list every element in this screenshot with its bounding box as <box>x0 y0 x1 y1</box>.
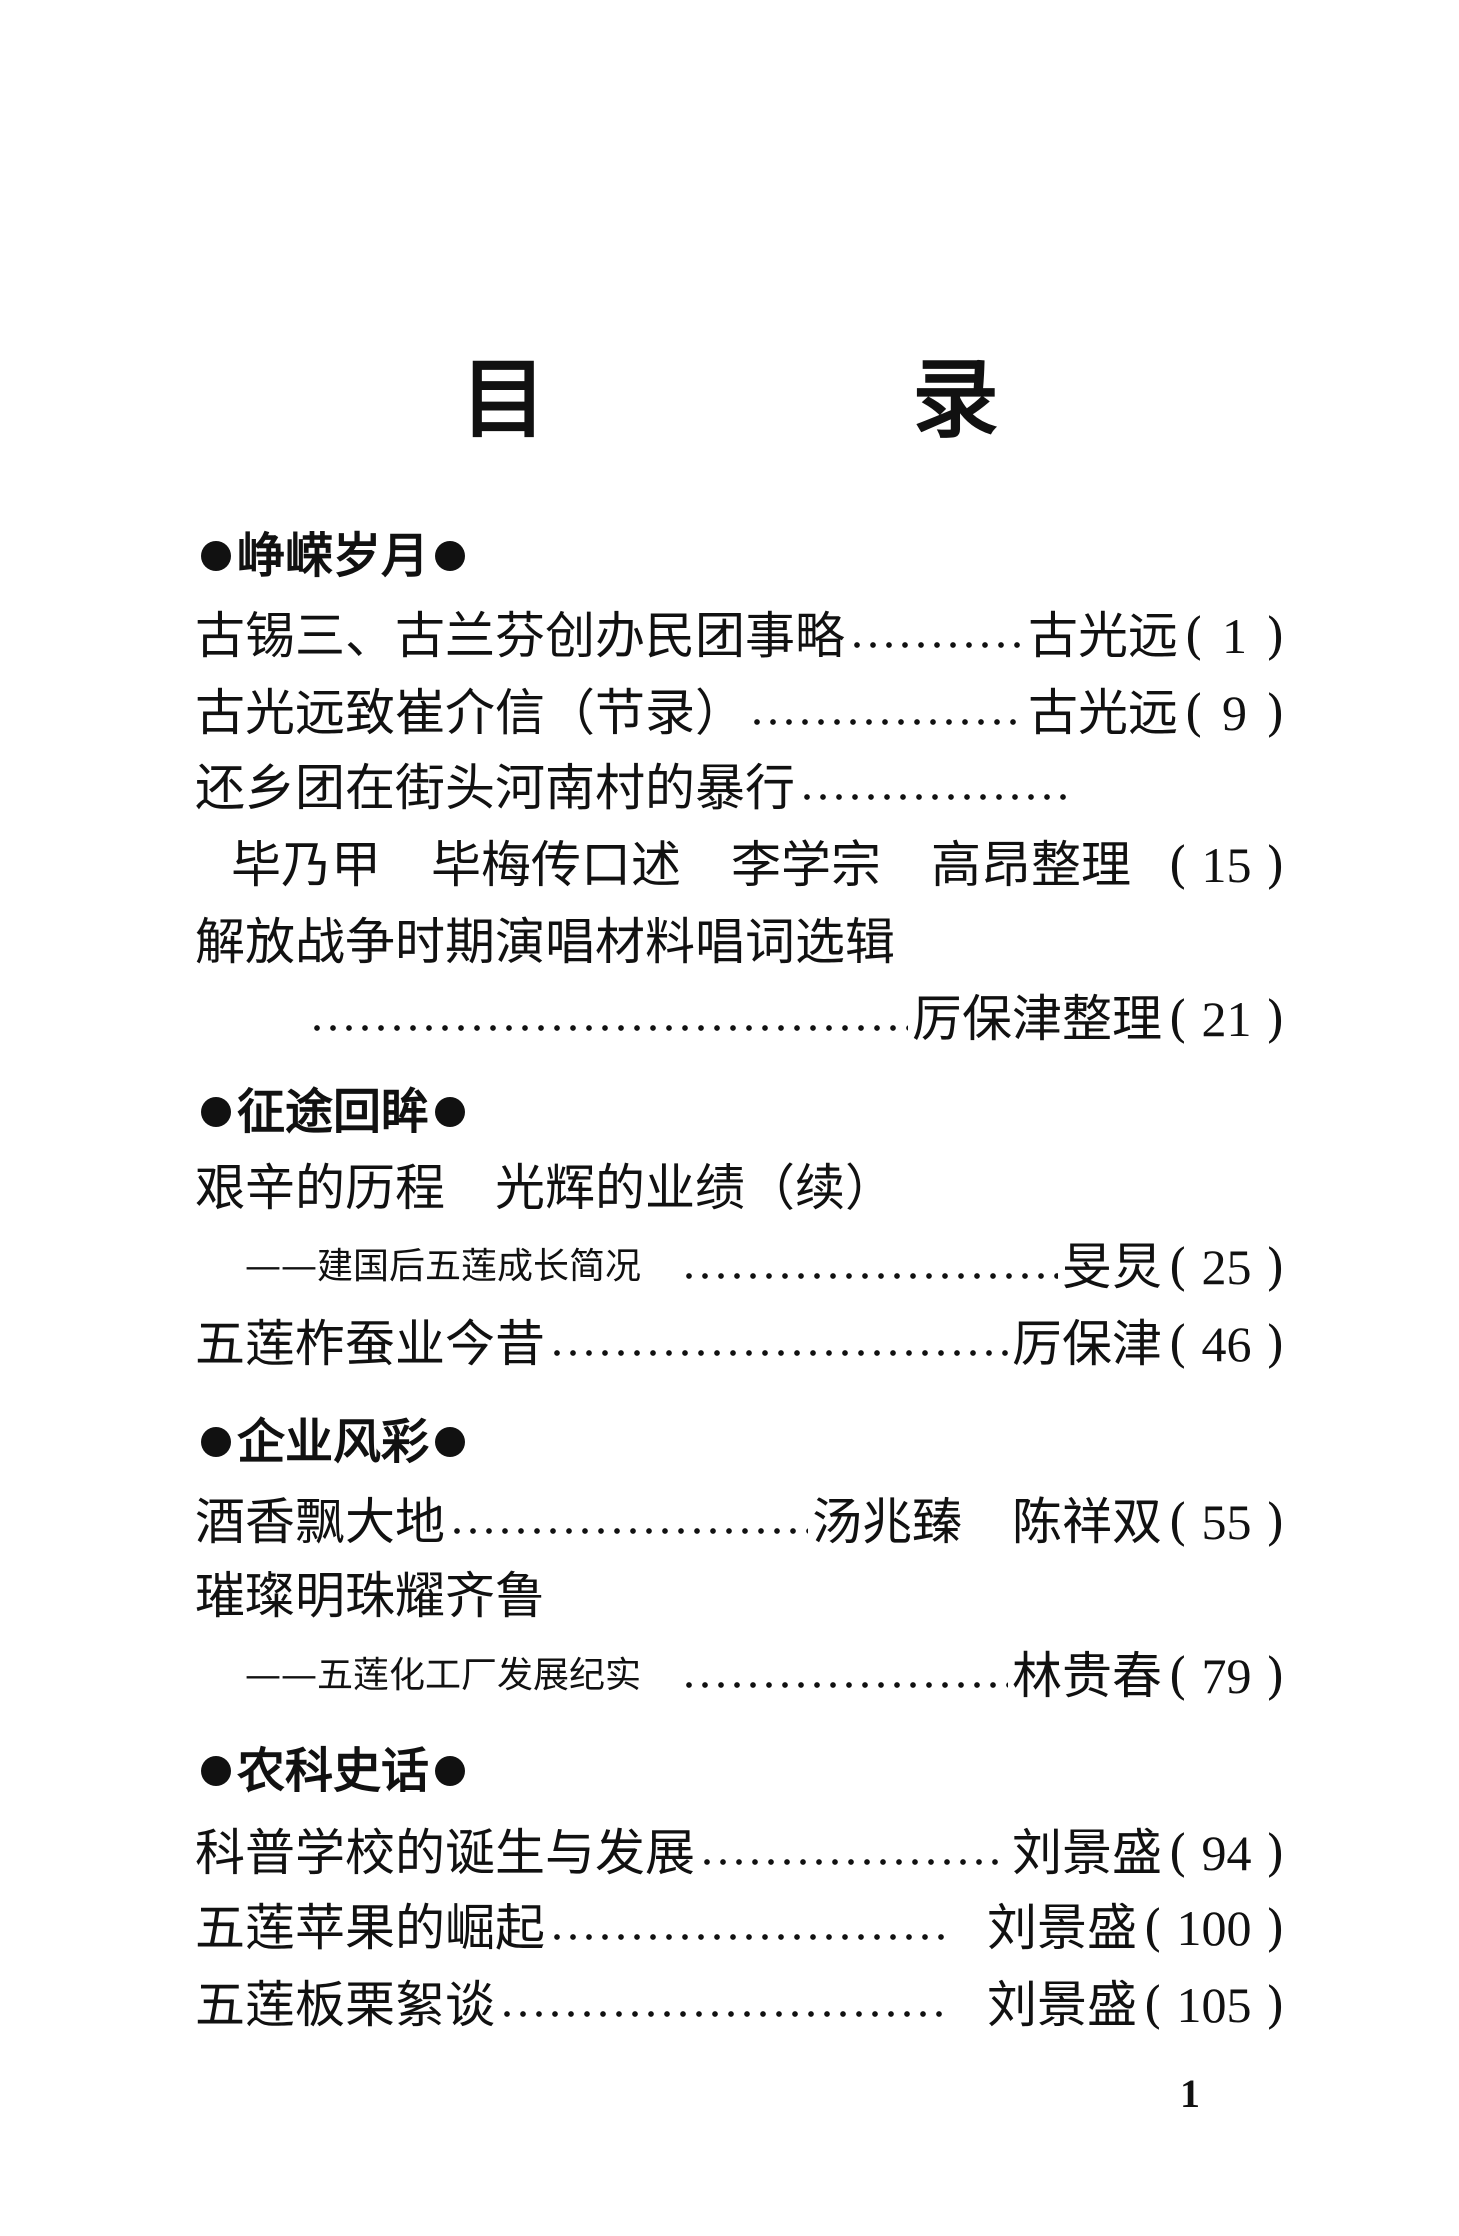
page-number: 79 <box>1201 1648 1252 1704</box>
entry-title: 科普学校的诞生与发展 <box>195 1824 695 1882</box>
entry-author: 汤兆臻 陈祥双 <box>811 1493 1162 1551</box>
page-title: 目 录 <box>460 349 1139 450</box>
dot-leader <box>699 1858 1008 1866</box>
entry-title: 古锡三、古兰芬创办民团事略 <box>195 607 845 665</box>
page-number: 1 <box>1221 608 1247 664</box>
toc-entry[interactable]: 还乡团在街头河南村的暴行 <box>195 756 1285 820</box>
page-number: 9 <box>1221 685 1247 741</box>
dot-leader <box>549 1349 1008 1357</box>
page-number: 94 <box>1201 1825 1252 1881</box>
toc-entry[interactable]: 艰辛的历程 光辉的业绩（续） <box>195 1156 1285 1220</box>
section-heading: 企业风彩 <box>195 1410 1285 1474</box>
page-number: 15 <box>1201 837 1252 893</box>
entry-author: 古光远 <box>1027 684 1178 742</box>
section-heading-text: 农科史话 <box>237 1743 430 1799</box>
bullet-icon <box>201 1427 231 1457</box>
toc-entry[interactable]: 五莲苹果的崛起 刘景盛 100 <box>195 1896 1285 1960</box>
toc-entry[interactable]: 五莲柞蚕业今昔 厉保津 46 <box>195 1312 1285 1376</box>
entry-author: 毕乃甲 毕梅传口述 李学宗 高昂整理 <box>231 836 1131 894</box>
section-heading-text: 企业风彩 <box>237 1414 430 1470</box>
dot-leader <box>449 1527 808 1535</box>
entry-page: 15 <box>1162 833 1285 897</box>
section-heading: 征途回眸 <box>195 1080 1285 1144</box>
toc-entry-continued[interactable]: ——建国后五莲成长简况 旻炅 25 <box>195 1235 1285 1299</box>
entry-page: 105 <box>1137 1973 1285 2037</box>
bullet-icon <box>435 1097 466 1127</box>
bullet-icon <box>435 1427 466 1457</box>
page-number: 46 <box>1201 1316 1252 1372</box>
entry-page: 94 <box>1162 1821 1285 1885</box>
toc-entry[interactable]: 璀璨明珠耀齐鲁 <box>195 1564 1285 1628</box>
dot-leader <box>681 1681 1008 1689</box>
entry-page: 9 <box>1178 681 1285 745</box>
dot-leader <box>849 641 1024 649</box>
entry-author: 刘景盛 <box>1011 1824 1162 1882</box>
bullet-icon <box>201 1756 231 1786</box>
toc-entry[interactable]: 酒香飘大地 汤兆臻 陈祥双 55 <box>195 1490 1285 1554</box>
entry-title: 酒香飘大地 <box>195 1493 445 1551</box>
toc-entry-continued[interactable]: 厉保津整理 21 <box>195 987 1285 1051</box>
section-heading-text: 征途回眸 <box>237 1084 430 1140</box>
entry-author: 厉保津 <box>1011 1315 1162 1373</box>
page-number: 105 <box>1176 1977 1252 2033</box>
bullet-icon <box>201 541 231 571</box>
page-number: 100 <box>1176 1900 1252 1956</box>
entry-title: 解放战争时期演唱材料唱词选辑 <box>195 913 895 971</box>
toc-entry[interactable]: 科普学校的诞生与发展 刘景盛 94 <box>195 1821 1285 1885</box>
entry-page: 100 <box>1137 1896 1285 1960</box>
section-heading: 农科史话 <box>195 1739 1285 1803</box>
dot-leader <box>799 793 1069 801</box>
bullet-icon <box>435 541 466 571</box>
page-number: 21 <box>1201 991 1252 1047</box>
dot-leader <box>309 1024 908 1032</box>
entry-author: 刘景盛 <box>986 1899 1137 1957</box>
entry-subtitle: ——五莲化工厂发展纪实 <box>245 1655 642 1696</box>
entry-page: 55 <box>1162 1490 1285 1554</box>
entry-title: 五莲柞蚕业今昔 <box>195 1315 545 1373</box>
toc-entry[interactable]: 古光远致崔介信（节录） 古光远 9 <box>195 681 1285 745</box>
entry-author: 厉保津整理 <box>911 990 1162 1048</box>
bullet-icon <box>201 1097 231 1127</box>
entry-author: 旻炅 <box>1061 1238 1162 1296</box>
entry-page: 79 <box>1162 1644 1285 1708</box>
entry-title: 五莲苹果的崛起 <box>195 1899 545 1957</box>
section-heading: 峥嵘岁月 <box>195 524 1285 588</box>
entry-author: 林贵春 <box>1011 1647 1162 1705</box>
entry-page: 25 <box>1162 1235 1285 1299</box>
toc-entry-continued[interactable]: 毕乃甲 毕梅传口述 李学宗 高昂整理 15 <box>195 833 1285 897</box>
entry-page: 1 <box>1178 604 1285 668</box>
entry-author: 刘景盛 <box>986 1976 1137 2034</box>
entry-author: 古光远 <box>1027 607 1178 665</box>
entry-title: 艰辛的历程 光辉的业绩（续） <box>195 1159 895 1217</box>
folio-page-number: 1 <box>1180 2071 1200 2116</box>
entry-title: 璀璨明珠耀齐鲁 <box>195 1567 545 1625</box>
toc-entry[interactable]: 五莲板栗絮谈 刘景盛 105 <box>195 1973 1285 2037</box>
toc-entry-continued[interactable]: ——五莲化工厂发展纪实 林贵春 79 <box>195 1644 1285 1708</box>
entry-page: 21 <box>1162 987 1285 1051</box>
entry-title: 五莲板栗絮谈 <box>195 1976 495 2034</box>
entry-title: 还乡团在街头河南村的暴行 <box>195 759 795 817</box>
section-heading-text: 峥嵘岁月 <box>237 528 430 584</box>
toc-entry[interactable]: 古锡三、古兰芬创办民团事略 古光远 1 <box>195 604 1285 668</box>
page-number: 55 <box>1201 1494 1252 1550</box>
entry-subtitle: ——建国后五莲成长简况 <box>245 1246 642 1287</box>
dot-leader <box>749 718 1024 726</box>
entry-page: 46 <box>1162 1312 1285 1376</box>
dot-leader <box>681 1272 1058 1280</box>
dot-leader <box>499 2010 951 2018</box>
page-number: 25 <box>1201 1239 1252 1295</box>
toc-entry[interactable]: 解放战争时期演唱材料唱词选辑 <box>195 910 1285 974</box>
bullet-icon <box>435 1756 466 1786</box>
entry-title: 古光远致崔介信（节录） <box>195 684 745 742</box>
dot-leader <box>549 1933 951 1941</box>
